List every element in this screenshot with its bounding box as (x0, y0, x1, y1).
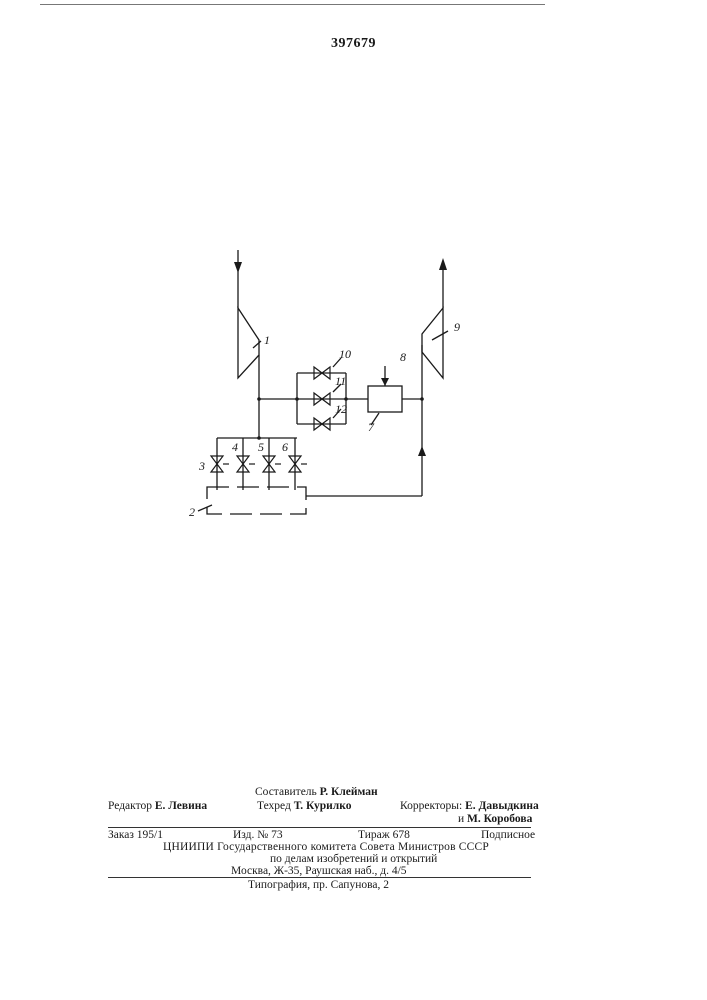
label-12: 12 (335, 402, 347, 416)
compiler-label: Составитель (255, 786, 317, 798)
left-inlet-arrow (234, 262, 242, 273)
order-number: Заказ 195/1 (108, 829, 163, 841)
label-6: 6 (282, 440, 288, 454)
label-4: 4 (232, 440, 238, 454)
publisher-line-3: Москва, Ж-35, Раушская наб., д. 4/5 (231, 865, 407, 877)
editor-line: Редактор Е. Левина (108, 800, 207, 812)
techred-label: Техред (257, 800, 291, 812)
circulation: Тираж 678 (358, 829, 410, 841)
compiler-line: Составитель Р. Клейман (255, 786, 378, 798)
corrector-1-name: Е. Давыдкина (465, 800, 539, 812)
compiler-name: Р. Клейман (320, 786, 378, 798)
corrector-and: и (458, 813, 464, 825)
label-7: 7 (368, 420, 375, 434)
publisher-line-1: ЦНИИПИ Государственного комитета Совета … (163, 841, 489, 853)
left-turbine-shape (238, 308, 259, 378)
editor-label: Редактор (108, 800, 152, 812)
subscription: Подписное (481, 829, 535, 841)
editor-name: Е. Левина (155, 800, 207, 812)
colophon-rule-top (108, 827, 531, 828)
label-11: 11 (335, 374, 346, 388)
label-9: 9 (454, 320, 460, 334)
label-3: 3 (198, 459, 205, 473)
correctors-line: Корректоры: Е. Давыдкина (400, 800, 539, 812)
label-2: 2 (189, 505, 195, 519)
issue-number: Изд. № 73 (233, 829, 283, 841)
unit-7-box (368, 386, 402, 412)
colophon-rule-bottom (108, 877, 531, 878)
correctors-label: Корректоры: (400, 800, 462, 812)
label-8: 8 (400, 350, 406, 364)
printer-line: Типография, пр. Сапунова, 2 (248, 879, 389, 891)
label-5: 5 (258, 440, 264, 454)
label-1: 1 (264, 333, 270, 347)
input-8-arrow (381, 378, 389, 386)
return-up-arrow (418, 446, 426, 456)
publisher-line-2: по делам изобретений и открытий (270, 853, 437, 865)
receiver-2-dashed (207, 487, 306, 514)
right-outlet-arrow (439, 258, 447, 270)
right-turbine-shape (422, 308, 443, 378)
techred-name: Т. Курилко (294, 800, 352, 812)
corrector-2-name: М. Коробова (467, 813, 532, 825)
techred-line: Техред Т. Курилко (257, 800, 352, 812)
correctors-line-2: и М. Коробова (458, 813, 532, 825)
label-10: 10 (339, 347, 351, 361)
